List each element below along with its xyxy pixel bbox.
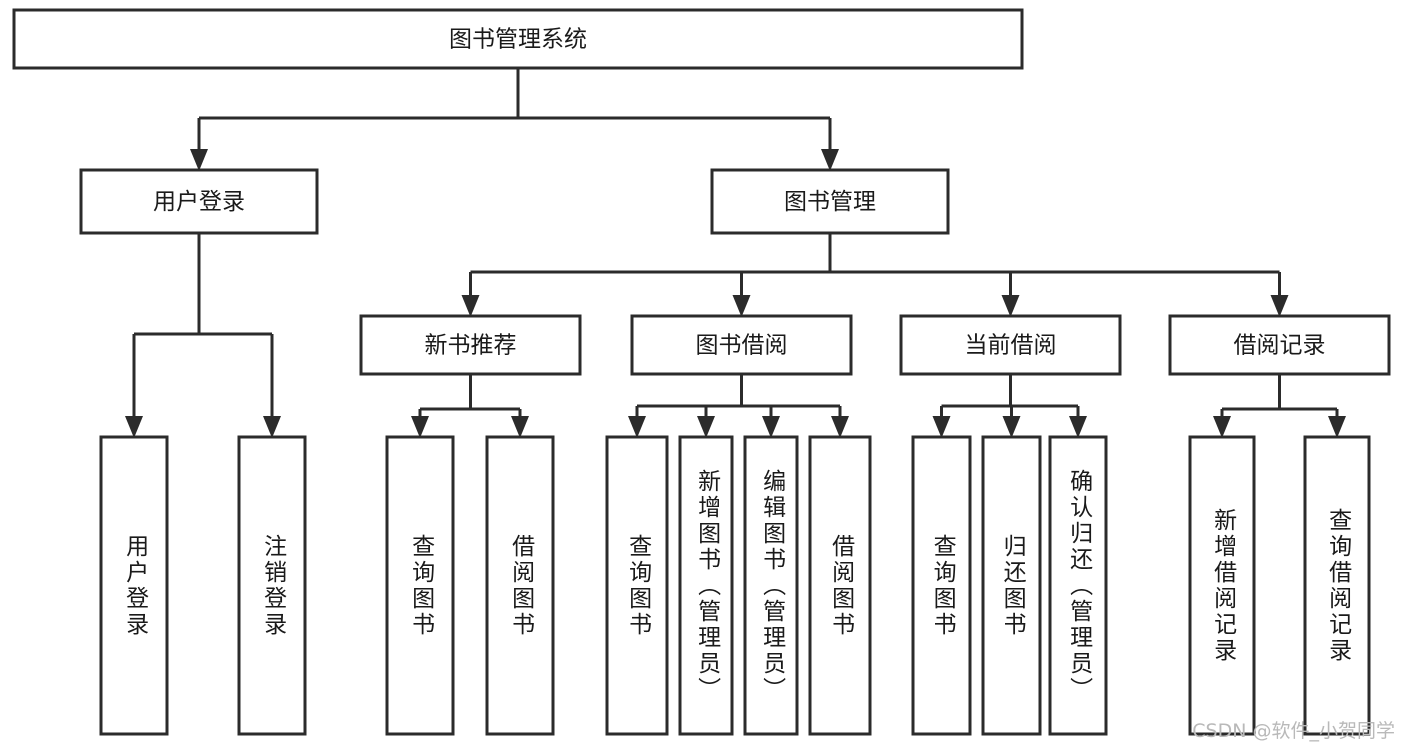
node-leaf-11[interactable]: [1188, 435, 1256, 736]
edge-arrowhead: [461, 295, 480, 317]
node-leaf-4[interactable]: [605, 435, 669, 736]
edge-arrowhead: [511, 416, 529, 438]
node-leaf-3[interactable]: [485, 435, 555, 736]
edge-arrowhead: [263, 416, 281, 438]
edge-arrowhead: [190, 149, 208, 171]
edge-arrowhead: [697, 416, 715, 438]
edge-arrowhead: [628, 416, 646, 438]
node-level3-3[interactable]: [1168, 314, 1391, 376]
edge-arrowhead: [1270, 295, 1289, 317]
node-level3-label-1: 图书借阅: [696, 333, 788, 359]
node-level3-1[interactable]: [630, 314, 853, 376]
node-level3-label-2: 当前借阅: [965, 333, 1057, 359]
node-leaf-6[interactable]: [743, 435, 799, 736]
node-level2-label-1: 图书管理: [784, 189, 876, 215]
edge-arrowhead: [762, 416, 780, 438]
edge-arrowhead: [1001, 295, 1020, 317]
edge-arrowhead: [831, 416, 849, 438]
node-leaf-5[interactable]: [678, 435, 734, 736]
edge-arrowhead: [732, 295, 751, 317]
edges-layer: [125, 68, 1346, 438]
edge-arrowhead: [1002, 416, 1021, 438]
watermark-text: CSDN @软件_小贺同学: [1192, 720, 1395, 742]
node-level3-2[interactable]: [899, 314, 1122, 376]
edge-arrowhead: [821, 149, 839, 171]
node-leaf-8[interactable]: [911, 435, 972, 736]
node-level3-0[interactable]: [359, 314, 582, 376]
node-level3-label-0: 新书推荐: [425, 333, 517, 359]
edge-arrowhead: [932, 416, 951, 438]
edge-arrowhead: [411, 416, 429, 438]
node-leaf-2[interactable]: [385, 435, 455, 736]
node-level2-0[interactable]: [79, 168, 319, 235]
edge-arrowhead: [1328, 416, 1346, 438]
node-level3-label-3: 借阅记录: [1234, 333, 1326, 359]
node-leaf-10[interactable]: [1048, 435, 1108, 736]
node-leaf-12[interactable]: [1303, 435, 1371, 736]
node-root[interactable]: [12, 8, 1024, 70]
node-leaf-7[interactable]: [808, 435, 872, 736]
node-level2-label-0: 用户登录: [153, 189, 245, 215]
boxes-layer: [12, 8, 1391, 736]
node-root-label: 图书管理系统: [449, 27, 587, 53]
node-leaf-1[interactable]: [237, 435, 307, 736]
node-level2-1[interactable]: [710, 168, 950, 235]
edge-arrowhead: [1213, 416, 1231, 438]
edge-arrowhead: [1069, 416, 1087, 438]
node-leaf-0[interactable]: [99, 435, 169, 736]
edge-arrowhead: [125, 416, 143, 438]
node-leaf-9[interactable]: [981, 435, 1042, 736]
